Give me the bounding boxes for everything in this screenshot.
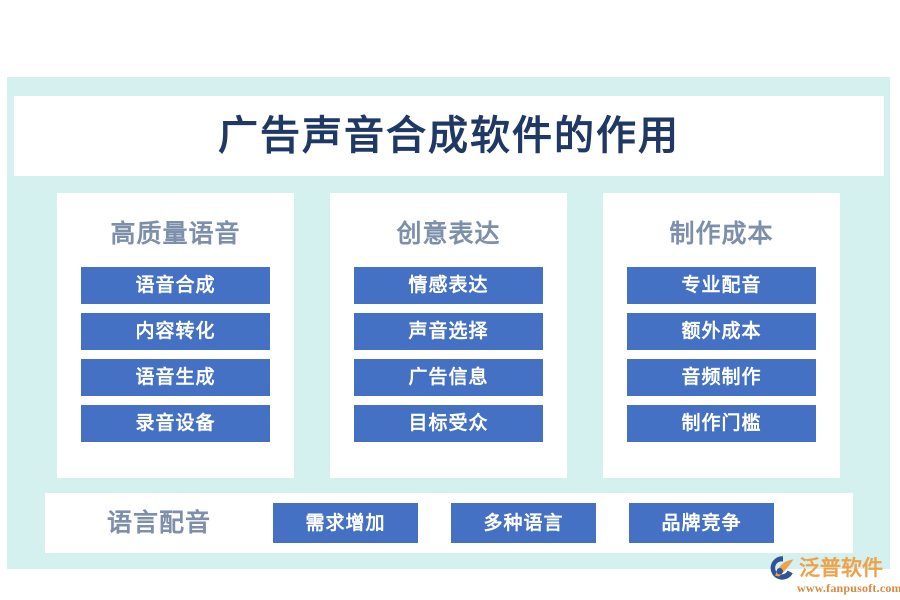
chip-professional-dubbing[interactable]: 专业配音 (627, 267, 816, 304)
chip-extra-cost[interactable]: 额外成本 (627, 313, 816, 350)
chip-voice-selection[interactable]: 声音选择 (354, 313, 543, 350)
watermark: 泛普软件 www.fanpusoft.com (770, 552, 900, 596)
title-bar: 广告声音合成软件的作用 (14, 96, 884, 176)
chip-ad-information[interactable]: 广告信息 (354, 359, 543, 396)
page-title: 广告声音合成软件的作用 (218, 113, 680, 158)
watermark-top-row: 泛普软件 (770, 555, 896, 582)
chip-demand-increase[interactable]: 需求增加 (273, 503, 418, 543)
category-card-high-quality-voice: 高质量语音 语音合成 内容转化 语音生成 录音设备 (57, 193, 294, 478)
bottom-chip-list: 需求增加 多种语言 品牌竞争 (273, 503, 774, 543)
fanpu-logo-icon (770, 556, 794, 580)
card-header-creative-expression: 创意表达 (396, 221, 501, 248)
bottom-bar-label: 语言配音 (106, 509, 211, 537)
chip-content-conversion[interactable]: 内容转化 (81, 313, 270, 350)
category-cards-row: 高质量语音 语音合成 内容转化 语音生成 录音设备 创意表达 情感表达 声音选择… (57, 193, 840, 478)
category-card-creative-expression: 创意表达 情感表达 声音选择 广告信息 目标受众 (330, 193, 567, 478)
bottom-category-bar: 语言配音 需求增加 多种语言 品牌竞争 (45, 493, 853, 553)
chip-emotional-expression[interactable]: 情感表达 (354, 267, 543, 304)
chip-list-high-quality-voice: 语音合成 内容转化 语音生成 录音设备 (81, 267, 270, 442)
watermark-url: www.fanpusoft.com (797, 580, 900, 595)
chip-audio-production[interactable]: 音频制作 (627, 359, 816, 396)
category-card-production-cost: 制作成本 专业配音 额外成本 音频制作 制作门槛 (603, 193, 840, 478)
card-header-high-quality-voice: 高质量语音 (110, 221, 241, 248)
chip-production-threshold[interactable]: 制作门槛 (627, 405, 816, 442)
chip-voice-generation[interactable]: 语音生成 (81, 359, 270, 396)
chip-recording-equipment[interactable]: 录音设备 (81, 405, 270, 442)
chip-list-production-cost: 专业配音 额外成本 音频制作 制作门槛 (627, 267, 816, 442)
card-header-production-cost: 制作成本 (669, 221, 774, 248)
watermark-brand: 泛普软件 (799, 555, 883, 580)
chip-voice-synthesis[interactable]: 语音合成 (81, 267, 270, 304)
chip-brand-competition[interactable]: 品牌竞争 (629, 503, 774, 543)
chip-list-creative-expression: 情感表达 声音选择 广告信息 目标受众 (354, 267, 543, 442)
chip-multiple-languages[interactable]: 多种语言 (451, 503, 596, 543)
chip-target-audience[interactable]: 目标受众 (354, 405, 543, 442)
